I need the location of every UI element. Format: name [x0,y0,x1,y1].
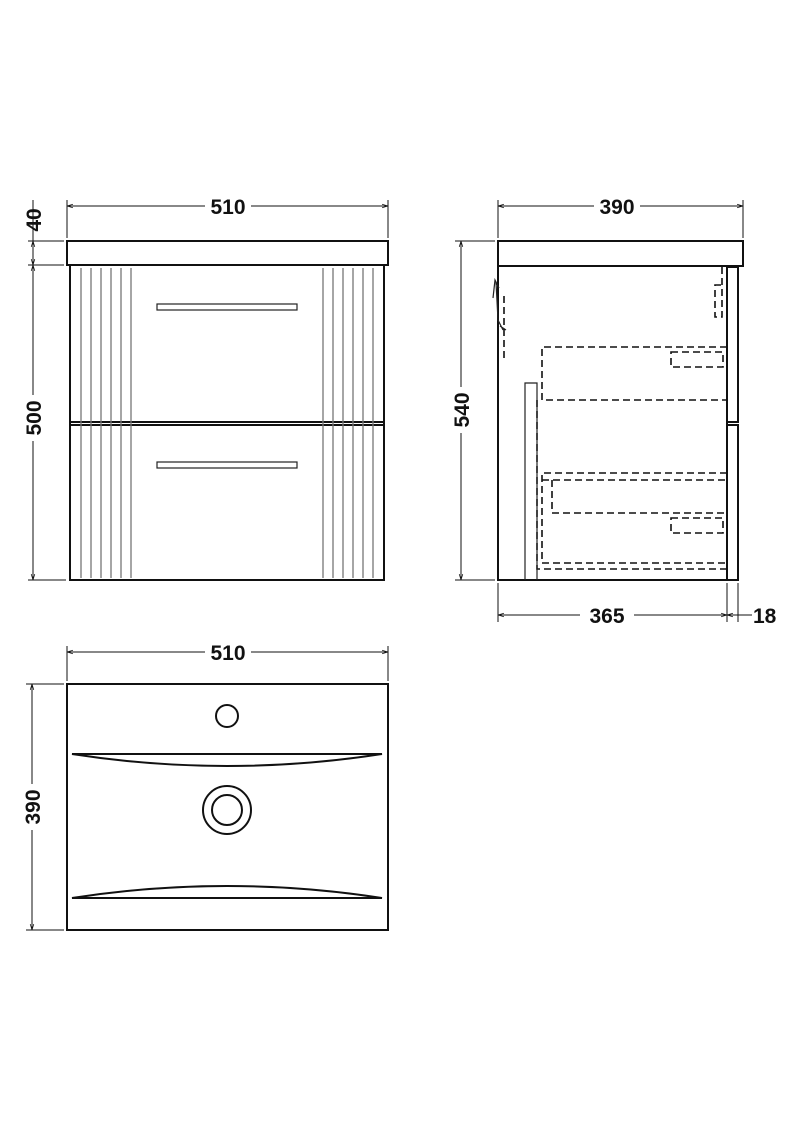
waste-outlet-outer [202,785,252,835]
drawer-handle-top [156,303,298,311]
side-height-label: 540 [451,392,474,427]
basin-rim-back [71,753,383,767]
waste-outlet-inner [211,794,243,826]
basin-rim-front [71,885,383,899]
hanging-rail [714,267,723,318]
body-height-label: 500 [23,400,46,435]
plan-width-label: 510 [210,642,245,665]
lower-drawer-hidden [541,472,727,564]
carcass-depth-label: 365 [589,605,624,628]
side-view: 390 540 365 18 [450,194,777,628]
lower-drawer-handle-hidden [670,517,724,534]
front-width-label: 510 [210,196,245,219]
plan-depth-label: 390 [22,789,45,824]
tap-hole [215,704,239,728]
cabinet-body-side [497,265,728,581]
plan-view: 510 390 [21,640,389,931]
fluted-grooves-right [322,268,374,578]
front-view: 510 40 500 [22,194,389,581]
drawer-handle-bottom [156,461,298,469]
side-panel-profile [524,382,538,580]
upper-drawer-hidden [541,346,727,401]
door-thickness-label: 18 [753,605,777,628]
basin-top-front [66,240,389,266]
door-lower-side [726,424,739,581]
basin-top-side [497,240,744,267]
fluted-grooves-left [80,268,132,578]
wall-bracket [492,277,507,331]
upper-drawer-handle-hidden [670,351,724,368]
door-upper-side [726,266,739,423]
side-depth-label: 390 [599,196,634,219]
basin-outline [66,683,389,931]
top-height-label: 40 [23,208,46,231]
